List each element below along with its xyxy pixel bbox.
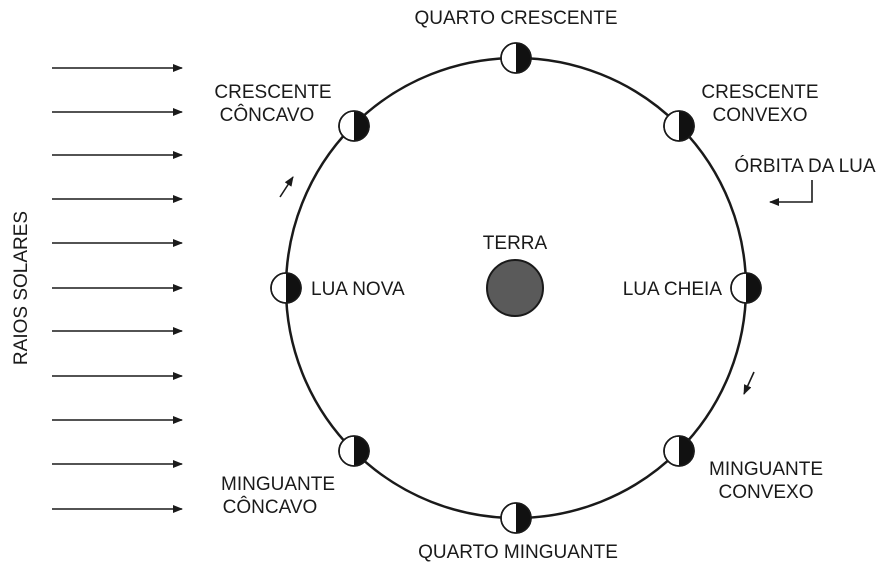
label-lua-cheia: LUA CHEIA [623, 279, 723, 300]
label-lua-nova: LUA NOVA [311, 279, 405, 300]
orbit-hook-arrow-icon [769, 180, 813, 206]
earth [486, 259, 544, 317]
moon-lua-cheia [730, 272, 762, 304]
moon-lua-nova [270, 272, 302, 304]
moon-quarto-minguante [500, 502, 532, 534]
label-quarto-crescente: QUARTO CRESCENTE [414, 8, 617, 29]
moon-crescente-convexo [663, 110, 695, 142]
label-quarto-minguante: QUARTO MINGUANTE [418, 542, 618, 563]
moon-minguante-convexo [663, 435, 695, 467]
label-crescente-convexo-line2: CONVEXO [712, 105, 807, 126]
moon-minguante-concavo [338, 435, 370, 467]
label-crescente-concavo-line2: CÔNCAVO [220, 104, 315, 126]
moon-quarto-crescente [500, 42, 532, 74]
label-crescente-concavo-line1: CRESCENTE [214, 82, 331, 103]
label-minguante-concavo-line2: CÔNCAVO [223, 496, 318, 518]
label-crescente-convexo-line1: CRESCENTE [701, 82, 818, 103]
earth-label: TERRA [483, 233, 548, 254]
label-minguante-convexo-line1: MINGUANTE [709, 459, 823, 480]
label-orbita: ÓRBITA DA LUA [734, 155, 875, 177]
label-minguante-concavo-line1: MINGUANTE [221, 474, 335, 495]
solar-rays [52, 64, 183, 513]
label-minguante-convexo-line2: CONVEXO [718, 482, 813, 503]
orbit-direction-arrow-icon [743, 371, 755, 395]
solar-rays-label: RAIOS SOLARES [11, 211, 32, 365]
orbit-direction-arrow-icon [279, 176, 294, 198]
moon-crescente-concavo [338, 110, 370, 142]
